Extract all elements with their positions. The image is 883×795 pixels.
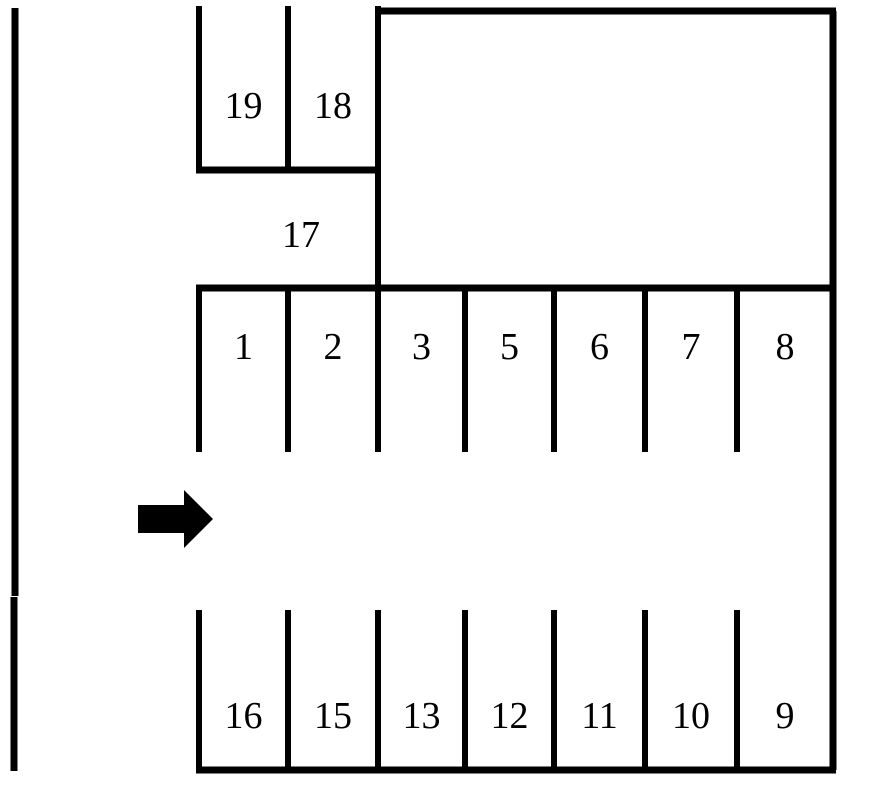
stall-label-7: 7 <box>681 326 701 368</box>
stall-label-15: 15 <box>314 695 352 737</box>
stall-label-13: 13 <box>402 695 441 737</box>
stall-label-2: 2 <box>323 326 343 368</box>
stall-label-5: 5 <box>500 326 519 368</box>
stall-label-9: 9 <box>775 695 795 737</box>
stall-label-10: 10 <box>672 695 710 737</box>
entrance-direction-arrow <box>138 490 213 548</box>
stall-label-6: 6 <box>590 326 609 368</box>
stall-label-18: 18 <box>314 85 352 127</box>
stall-label-11: 11 <box>581 695 618 737</box>
stall-label-19: 19 <box>224 85 263 127</box>
stall-label-17: 17 <box>282 214 320 256</box>
stall-label-3: 3 <box>412 326 431 368</box>
stall-label-12: 12 <box>490 695 529 737</box>
stall-label-1: 1 <box>234 326 253 368</box>
stall-label-8: 8 <box>775 326 795 368</box>
stall-label-16: 16 <box>224 695 263 737</box>
